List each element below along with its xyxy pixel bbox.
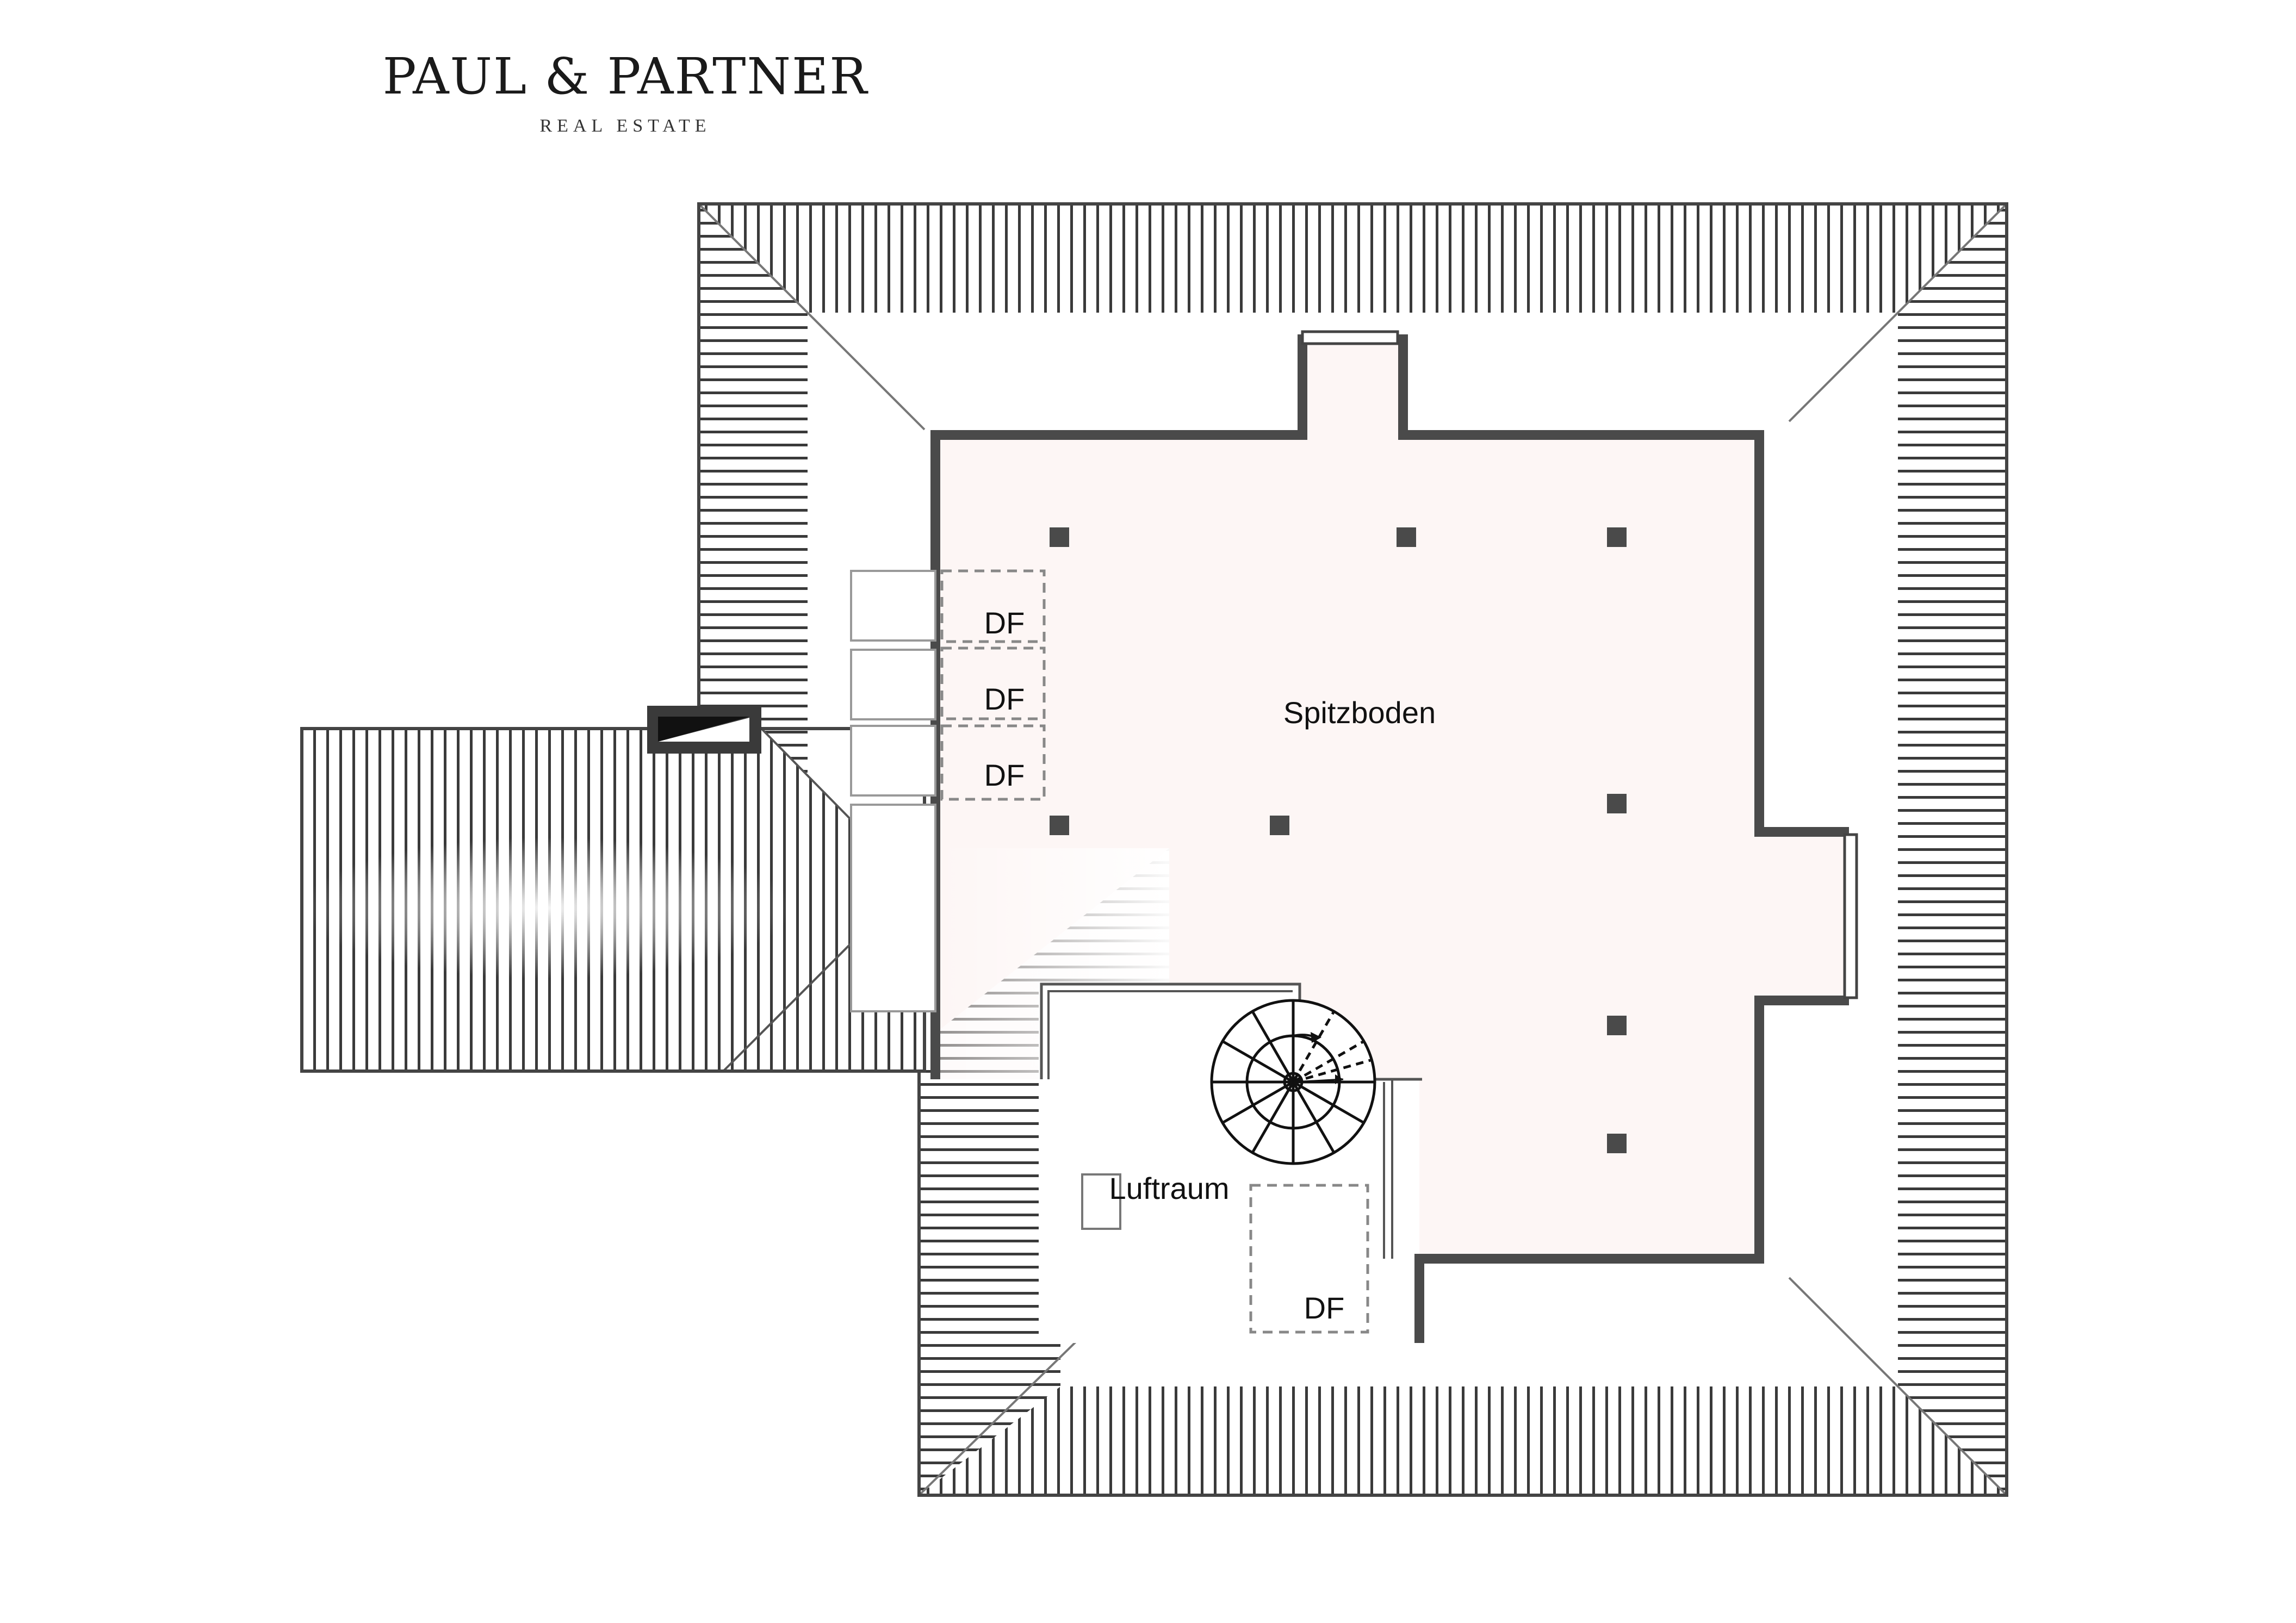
- columns: [1050, 527, 1627, 1153]
- roof-wing: [300, 727, 926, 1073]
- room-label-spitzboden: Spitzboden: [1283, 695, 1436, 730]
- logo-name: PAUL & PARTNER: [382, 47, 868, 105]
- gable-boxes: [850, 570, 936, 1012]
- skylight-1: [940, 569, 1046, 643]
- skylight-3: [940, 724, 1046, 801]
- top-window: [1301, 330, 1399, 345]
- skylight-label-1: DF: [984, 606, 1025, 640]
- skylight-label-4: DF: [1304, 1291, 1345, 1325]
- logo-tagline: REAL ESTATE: [539, 116, 711, 136]
- spiral-staircase: [1210, 999, 1376, 1165]
- chimney: [647, 706, 761, 754]
- skylight-4: [1249, 1184, 1369, 1334]
- right-window: [1843, 833, 1858, 999]
- skylights: [940, 569, 1369, 1334]
- skylight-label-2: DF: [984, 682, 1025, 716]
- skylight-label-3: DF: [984, 758, 1025, 792]
- skylight-2: [940, 646, 1046, 720]
- room-label-luftraum: Luftraum: [1109, 1171, 1230, 1205]
- company-logo: PAUL & PARTNER REAL ESTATE: [381, 52, 870, 136]
